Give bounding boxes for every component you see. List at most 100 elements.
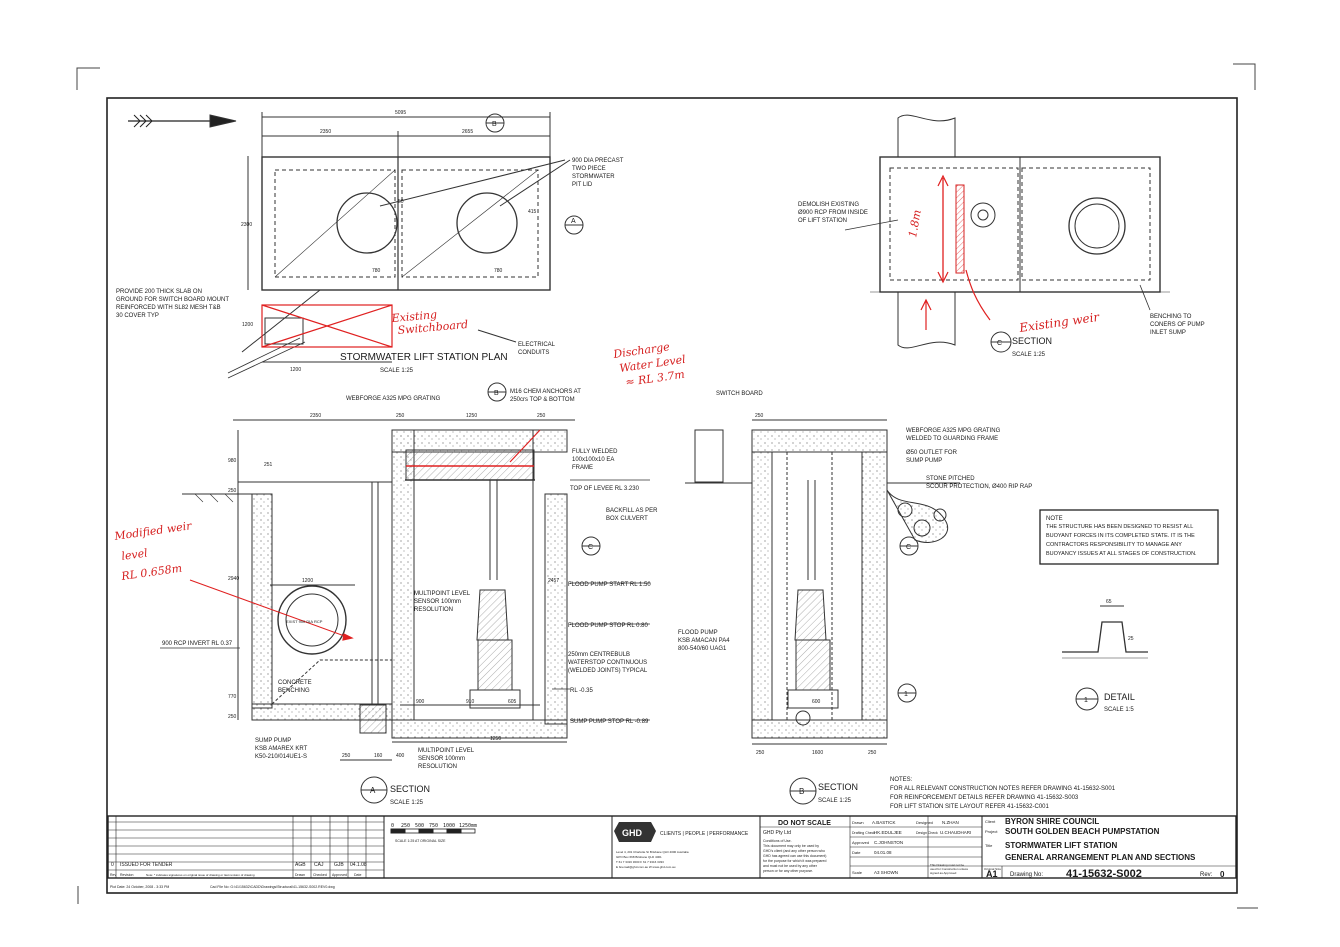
project-value: SOUTH GOLDEN BEACH PUMPSTATION <box>1005 827 1160 836</box>
sc-demolish-2: Ø900 RCP FROM INSIDE <box>798 210 868 216</box>
plan-dim-b: 415 <box>528 209 537 215</box>
sc-title: SECTION <box>1012 336 1052 346</box>
ghd-logo: GHD <box>622 828 643 838</box>
tb-h-checked: Checked <box>313 873 327 877</box>
orig-size-label: Original Size <box>984 867 1001 871</box>
conduits-note-1: ELECTRICAL <box>518 342 556 348</box>
sa-waterstop-2: WATERSTOP CONTINUOUS <box>568 660 647 666</box>
approved-label: Approved <box>852 840 869 845</box>
sb-dim-3: 250 <box>756 750 765 756</box>
sa-invert: 900 RCP INVERT RL 0.37 <box>162 641 233 647</box>
sb-scale: SCALE 1:25 <box>818 798 852 804</box>
tb-rev-num: 0 <box>111 862 114 868</box>
sa-flood-stop: FLOOD PUMP STOP RL 0.80 <box>568 623 648 629</box>
plan-dim-c: 780 <box>372 268 381 274</box>
drawing-no-label: Drawing No: <box>1010 872 1043 878</box>
note-box <box>1039 509 1219 565</box>
plan-dim-overall: 5095 <box>395 110 406 116</box>
sa-sensor2-2: SENSOR 100mm <box>418 756 465 762</box>
sa-benching-1: CONCRETE <box>278 680 312 686</box>
sc-scale: SCALE 1:25 <box>1012 352 1046 358</box>
designed-label: Designed <box>916 820 933 825</box>
sa-dim-19: 251 <box>264 462 273 468</box>
sc-benching-2: CONERS OF PUMP <box>1150 322 1205 328</box>
anno-height: 1.8m <box>906 209 924 239</box>
design-value: U.CHAUDHARI <box>940 830 971 835</box>
sa-dim-3: 1250 <box>466 413 477 419</box>
marker-c-a: C <box>588 544 593 551</box>
tb-rev-chk: CAJ <box>314 862 324 868</box>
sa-rl-neg: RL -0.35 <box>570 688 593 694</box>
sa-grating: WEBFORGE A325 MPG GRATING <box>346 396 441 402</box>
sa-anchors-2: 250crs TOP & BOTTOM <box>510 397 575 403</box>
sc-benching-1: BENCHING TO <box>1150 314 1192 320</box>
detail-dim-h: 25 <box>1128 636 1134 642</box>
anno-existing-weir: Existing weir <box>1017 310 1101 335</box>
plan-title: STORMWATER LIFT STATION PLAN <box>340 352 508 363</box>
section-b <box>685 419 960 805</box>
tb-h-revision: Revision <box>120 873 133 877</box>
sa-frame-3: FRAME <box>572 465 593 471</box>
sb-outlet-1: Ø50 OUTLET FOR <box>906 450 958 456</box>
sb-rip-1: STONE PITCHED <box>926 476 975 482</box>
design-label: Design Check <box>916 831 938 835</box>
slab-note-4: 30 COVER TYP <box>116 313 159 319</box>
tb-rev-drn: AGB <box>295 862 306 868</box>
plan-dim-depth: 2300 <box>241 222 252 228</box>
cond-5: for the purpose for which it was prepare… <box>763 859 826 863</box>
sheet-border <box>106 97 1238 894</box>
sa-dim-6: 900 <box>416 699 425 705</box>
date-label: Date <box>852 850 861 855</box>
scale-value: A3 SHOWN <box>874 870 898 875</box>
ghd-addr-2: GPO Box 668 Brisbane QLD 4001 <box>616 855 662 859</box>
sa-sensor2-3: RESOLUTION <box>418 764 457 770</box>
date-value: 04.01.08 <box>874 850 892 855</box>
sb-dim-2: 1600 <box>812 750 823 756</box>
anno-existing-2: Switchboard <box>397 318 469 337</box>
drawn-value: A.BASTICK <box>872 820 896 825</box>
tb-rev-desc: ISSUED FOR TENDER <box>120 862 173 868</box>
scale-tick-3: 750 <box>429 823 438 829</box>
notes-head: NOTES: <box>890 777 913 783</box>
drawing-no: 41-15632-S002 <box>1066 868 1142 880</box>
section-c <box>844 114 1170 353</box>
tb-rev-app: GJB <box>334 862 344 868</box>
sa-dim-5: 1200 <box>302 578 313 584</box>
plan-dim-right: 2655 <box>462 129 473 135</box>
sa-waterstop-3: (WELDED JOINTS) TYPICAL <box>568 668 648 674</box>
sa-frame-1: FULLY WELDED <box>572 449 618 455</box>
precast-note-1: 900 DIA PRECAST <box>572 158 624 164</box>
ghd-tagline: CLIENTS | PEOPLE | PERFORMANCE <box>660 831 749 837</box>
marker-b-plan: B <box>492 121 497 128</box>
sa-dim-17: 770 <box>228 694 237 700</box>
tb-h-drawn: Drawn <box>295 873 305 877</box>
marker-detail-b: 1 <box>904 691 908 698</box>
notes-line-2: FOR REINFORCEMENT DETAILS REFER DRAWING … <box>890 795 1079 801</box>
sa-levee: TOP OF LEVEE RL 3.230 <box>570 486 640 492</box>
cond-6: and must not be used by any other <box>763 864 818 868</box>
client-label: Client <box>985 819 996 824</box>
cond-3: GHD's client (and any other person who <box>763 849 825 853</box>
precast-note-4: PIT LID <box>572 182 593 188</box>
precast-note-3: STORMWATER <box>572 174 615 180</box>
plan-dim-d: 780 <box>494 268 503 274</box>
sa-dim-18: 250 <box>228 714 237 720</box>
sb-title: SECTION <box>818 782 858 792</box>
scale-caption: SCALE 1:25 AT ORIGINAL SIZE <box>395 839 446 843</box>
marker-c-b: C <box>906 544 911 551</box>
scale-tick-1: 250 <box>401 823 410 829</box>
sb-pump-3: 800-540/60 UAG1 <box>678 646 727 652</box>
marker-c: C <box>997 340 1002 347</box>
sa-dim-2: 250 <box>396 413 405 419</box>
sa-backfill-2: BOX CULVERT <box>606 516 648 522</box>
detail-1 <box>1062 605 1148 711</box>
do-not-scale: DO NOT SCALE <box>778 820 831 827</box>
nfc-1: This Drawing must not be <box>930 863 964 867</box>
plan-dim-a: 50 <box>398 199 404 205</box>
title-block <box>107 815 1237 879</box>
sb-dim-5: 600 <box>812 699 821 705</box>
scale-tick-0: 0 <box>391 823 394 829</box>
ghd-pty: GHD Pty Ltd <box>763 830 791 836</box>
ghd-addr-1: Level 4, 201 Charlotte St Brisbane QLD 4… <box>616 850 689 854</box>
